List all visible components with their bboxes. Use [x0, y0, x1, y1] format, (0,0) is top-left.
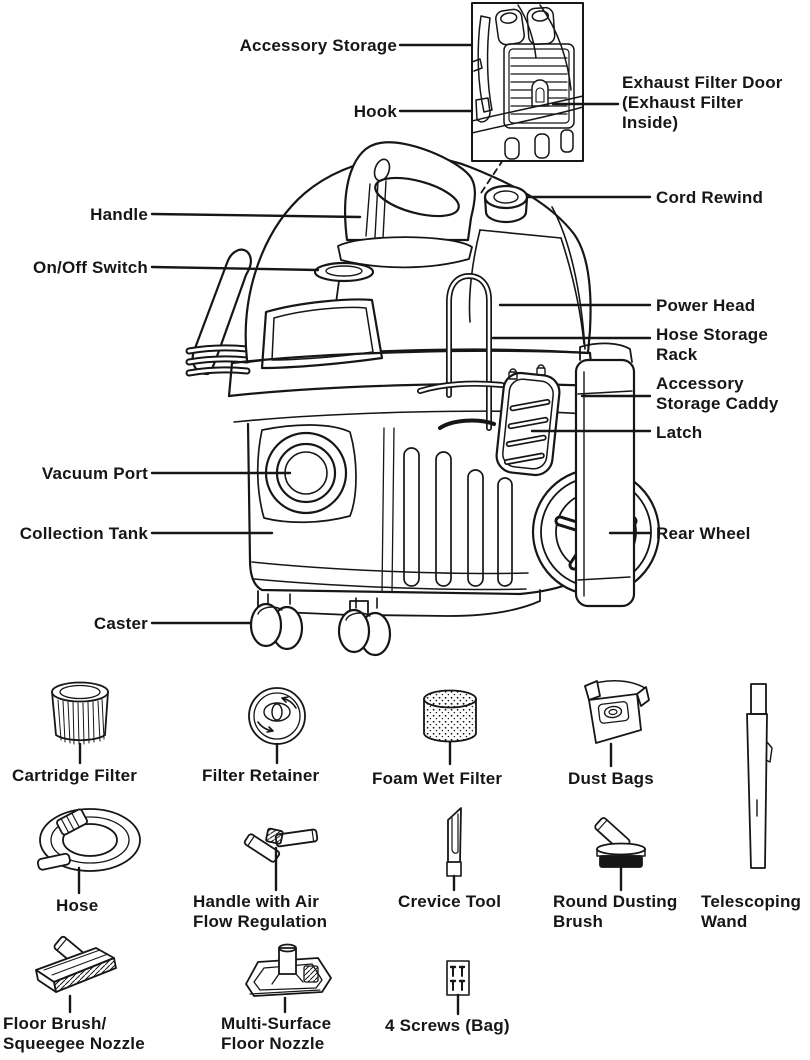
- callout-handle: Handle: [90, 205, 148, 224]
- callout-accessory-storage-caddy: Accessory Storage Caddy: [656, 374, 779, 413]
- foam-wet-filter-icon: [423, 689, 477, 766]
- label-cartridge-filter: Cartridge Filter: [12, 766, 138, 785]
- label-multi-surface-nozzle: Multi-Surface Floor Nozzle: [221, 1014, 332, 1053]
- label-foam-wet-filter: Foam Wet Filter: [372, 769, 503, 788]
- label-filter-retainer: Filter Retainer: [202, 766, 320, 785]
- label-crevice-tool: Crevice Tool: [398, 892, 502, 911]
- callout-vacuum-port: Vacuum Port: [41, 464, 148, 483]
- tank-ribs: [403, 447, 513, 587]
- label-handle-air-flow: Handle with Air Flow Regulation: [193, 892, 328, 931]
- multi-surface-nozzle-icon: [245, 943, 332, 1014]
- callout-cord-rewind: Cord Rewind: [656, 188, 764, 207]
- callout-accessory-storage: Accessory Storage: [239, 36, 397, 55]
- filter-retainer-icon: [248, 687, 306, 765]
- round-dusting-brush-icon: [594, 817, 646, 892]
- label-dust-bags: Dust Bags: [568, 769, 654, 788]
- screws-bag-icon: [446, 960, 470, 1016]
- cartridge-filter-icon: [51, 681, 109, 765]
- leader-lines: [150, 43, 652, 625]
- callout-hook: Hook: [353, 102, 397, 121]
- telescoping-wand-icon: [746, 683, 773, 869]
- front-window: [260, 298, 384, 370]
- leader-handle: [150, 212, 362, 219]
- callout-rear-wheel: Rear Wheel: [656, 524, 751, 543]
- inset-detail-box: [471, 2, 584, 162]
- dust-bags-icon: [584, 680, 650, 768]
- inset-pointer-dashed-line: [478, 159, 504, 197]
- base-and-casters: [249, 589, 541, 657]
- label-screws-bag: 4 Screws (Bag): [385, 1016, 510, 1035]
- carry-handle: [337, 141, 476, 269]
- callout-on-off-switch: On/Off Switch: [33, 258, 148, 277]
- cord-rewind-knob: [483, 184, 529, 224]
- label-round-dusting-brush: Round Dusting Brush: [553, 892, 678, 931]
- label-telescoping-wand: Telescoping Wand: [701, 892, 802, 931]
- accessory-icons: [35, 680, 773, 1016]
- hose-icon: [36, 808, 141, 895]
- side-carry-hook: [185, 248, 252, 377]
- crevice-tool-icon: [446, 807, 462, 892]
- leader-on-off-switch: [150, 265, 320, 272]
- callout-exhaust-filter-door: Exhaust Filter Door (Exhaust Filter Insi…: [622, 73, 783, 132]
- callout-latch: Latch: [656, 423, 703, 442]
- handle-air-flow-icon: [243, 827, 319, 892]
- callout-collection-tank: Collection Tank: [19, 524, 148, 543]
- vacuum-illustration: [185, 141, 661, 657]
- callout-hose-storage-rack: Hose Storage Rack: [656, 325, 768, 364]
- callout-caster: Caster: [93, 614, 148, 633]
- accessory-storage-caddy-panel: [574, 342, 636, 608]
- hose-storage-rack-wire: [417, 273, 505, 431]
- callout-power-head: Power Head: [656, 296, 756, 315]
- label-hose: Hose: [56, 896, 99, 915]
- label-floor-brush: Floor Brush/ Squeegee Nozzle: [3, 1014, 145, 1053]
- latch-lock-icons: [508, 364, 546, 380]
- latch-detail: [495, 371, 561, 477]
- floor-brush-icon: [35, 935, 117, 1014]
